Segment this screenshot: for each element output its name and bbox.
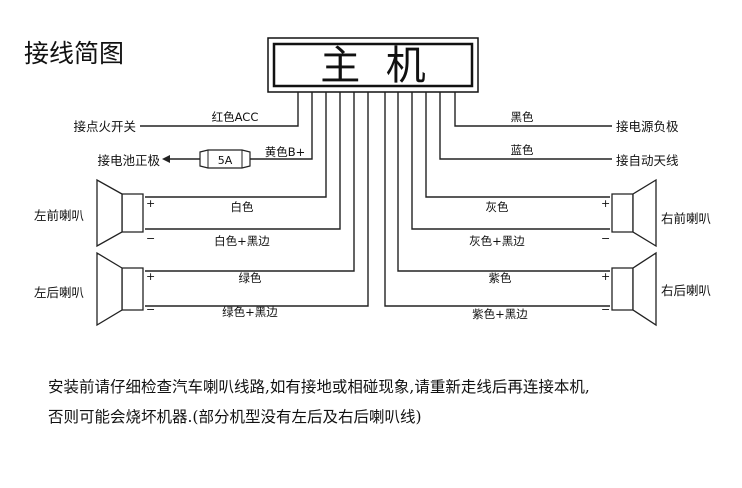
acc-label: 接点火开关	[73, 119, 136, 134]
terminal-minus-front-right: −	[601, 232, 610, 245]
terminal-minus-rear-left: −	[146, 303, 155, 316]
wire-antenna	[439, 92, 612, 160]
front-left-neg-wire-color: 白色+黑边	[214, 234, 270, 248]
ground-wire-color: 黑色	[511, 110, 534, 124]
head-unit: 主 机	[267, 37, 479, 93]
front-right-neg-wire-color: 灰色+黑边	[469, 234, 525, 248]
rear-left-speaker-label: 左后喇叭	[34, 285, 85, 300]
front-left-pos-wire-color: 白色	[231, 200, 254, 214]
wire-lines	[140, 92, 612, 307]
rear-right-pos-wire-color: 紫色	[489, 271, 512, 285]
battery-arrow-icon	[162, 155, 170, 163]
rear-left-pos-wire-color: 绿色	[239, 271, 262, 285]
terminal-plus-front-right: +	[601, 197, 610, 210]
speaker-front-left-icon	[96, 178, 144, 248]
front-left-speaker-label: 左前喇叭	[34, 208, 85, 223]
fuse-label: 5A	[218, 154, 233, 167]
antenna-wire-color: 蓝色	[511, 143, 534, 157]
rear-right-speaker-label: 右后喇叭	[661, 283, 712, 298]
rear-left-neg-wire-color: 绿色+黑边	[222, 305, 278, 319]
wire-front-left-neg	[145, 92, 341, 230]
speaker-rear-right-icon	[611, 251, 657, 327]
wire-acc	[140, 92, 299, 127]
speaker-rear-left-icon	[96, 251, 144, 327]
terminal-minus-rear-right: −	[601, 303, 610, 316]
wire-rear-left-neg	[145, 92, 369, 307]
diagram-title: 接线简图	[24, 39, 124, 68]
terminal-minus-front-left: −	[146, 232, 155, 245]
terminal-plus-front-left: +	[146, 197, 155, 210]
front-right-pos-wire-color: 灰色	[486, 200, 509, 214]
wire-front-left-pos	[145, 92, 327, 198]
wire-rear-left-pos	[145, 92, 355, 272]
battery-label: 接电池正极	[97, 153, 160, 168]
wire-front-right-pos	[425, 92, 610, 198]
rear-right-neg-wire-color: 紫色+黑边	[472, 307, 528, 321]
battery-wire-color: 黄色B+	[265, 145, 306, 159]
wire-rear-right-pos	[397, 92, 610, 272]
fuse: 5A	[199, 149, 251, 169]
acc-wire-color: 红色ACC	[212, 110, 259, 124]
terminal-markers: + − + − + − + −	[146, 197, 610, 316]
terminal-plus-rear-left: +	[146, 270, 155, 283]
ground-label: 接电源负极	[616, 119, 679, 134]
wire-battery	[250, 92, 313, 160]
head-unit-label: 主 机	[320, 43, 425, 89]
front-right-speaker-label: 右前喇叭	[661, 211, 712, 226]
antenna-label: 接自动天线	[616, 153, 679, 168]
wire-front-right-neg	[411, 92, 610, 230]
note-line-1: 安装前请仔细检查汽车喇叭线路,如有接地或相碰现象,请重新走线后再连接本机,	[48, 378, 590, 396]
wire-ground	[454, 92, 612, 127]
note-line-2: 否则可能会烧坏机器.(部分机型没有左后及右后喇叭线)	[48, 408, 422, 426]
speaker-front-right-icon	[611, 178, 657, 248]
wire-rear-right-neg	[384, 92, 610, 307]
terminal-plus-rear-right: +	[601, 270, 610, 283]
